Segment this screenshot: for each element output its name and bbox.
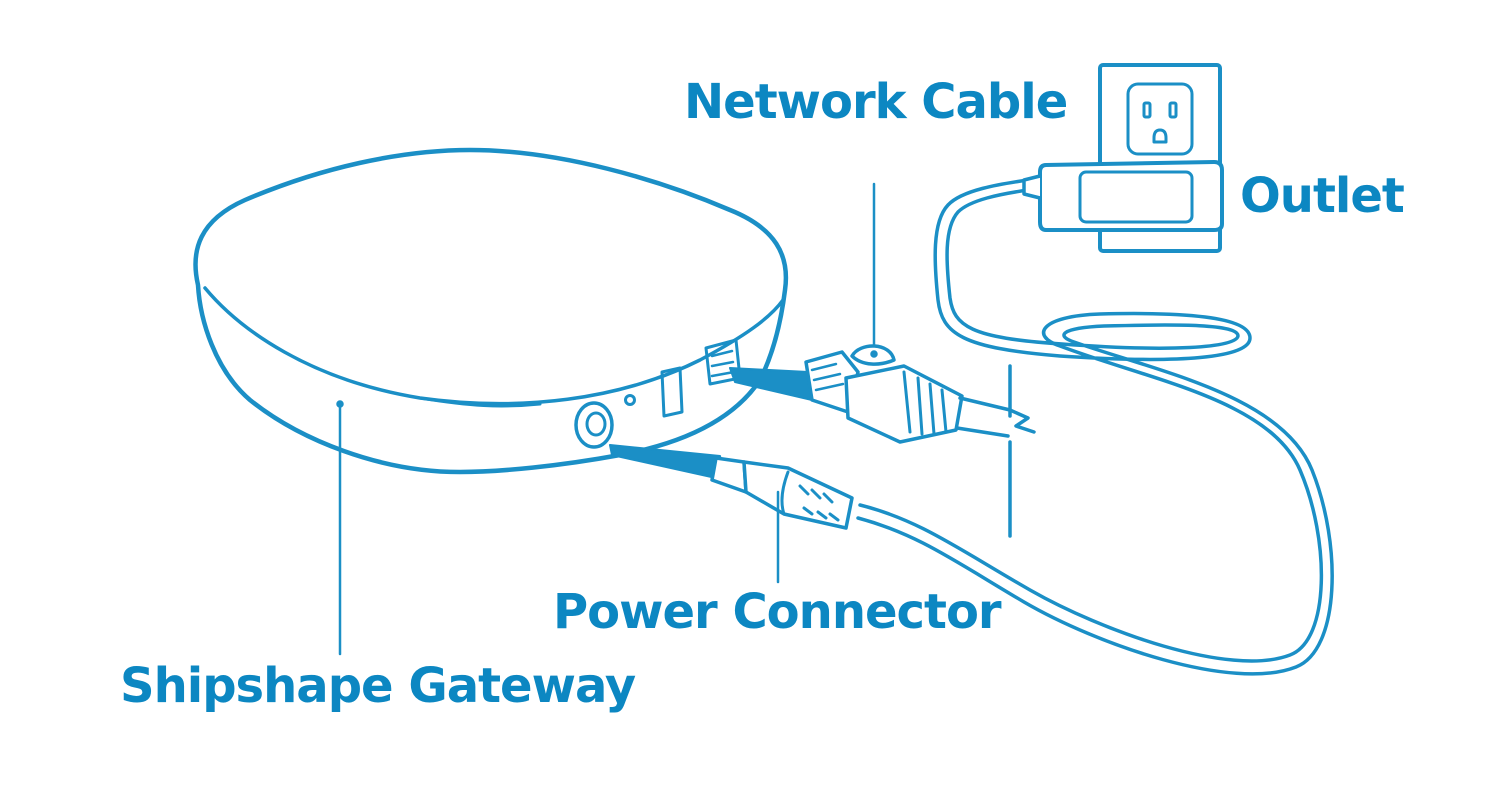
power-cable [856, 178, 1334, 676]
outlet-label: Outlet [1240, 168, 1405, 224]
gateway-box [193, 147, 789, 475]
leader-lines [336, 182, 878, 656]
network-cable-label: Network Cable [684, 74, 1068, 130]
power-connector-label: Power Connector [553, 584, 1002, 640]
insert-arrows [609, 367, 813, 481]
power-connector-plug [710, 456, 854, 530]
power-adapter [1022, 160, 1224, 232]
gateway-label: Shipshape Gateway [120, 658, 636, 714]
